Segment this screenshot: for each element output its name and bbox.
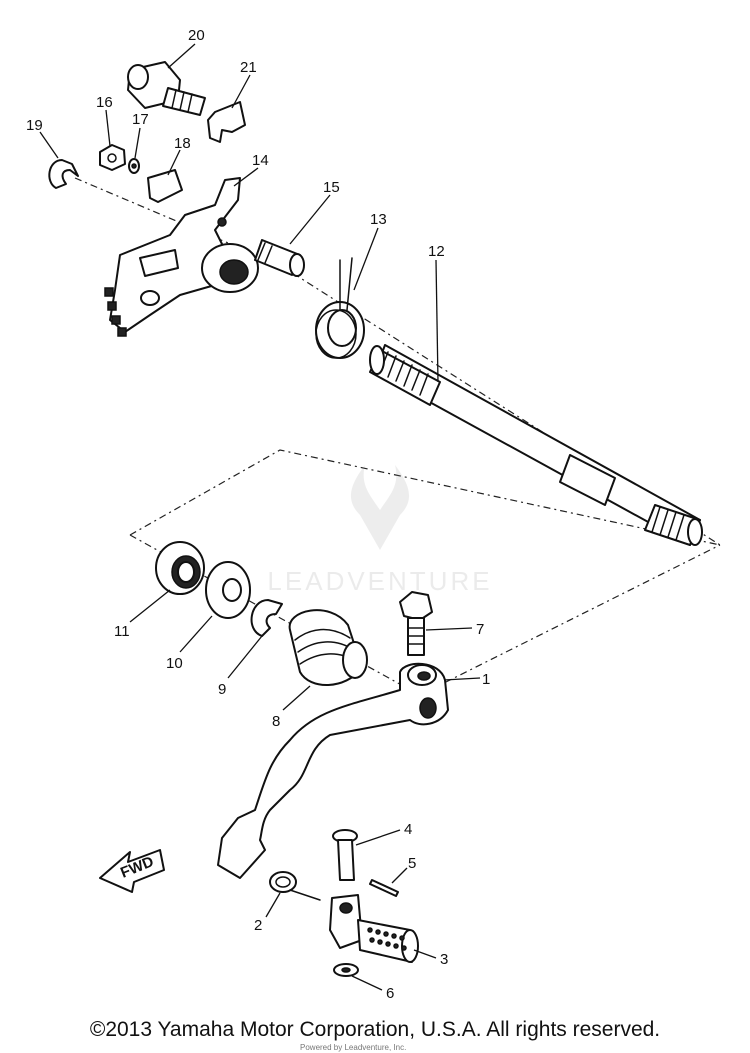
label-5: 5	[408, 855, 416, 872]
label-10: 10	[166, 655, 183, 672]
label-8: 8	[272, 713, 280, 730]
part-6-washer	[333, 963, 359, 977]
part-13-spring	[315, 257, 365, 359]
part-4-pin	[332, 829, 358, 881]
part-9-circlip	[250, 599, 283, 637]
label-1: 1	[482, 671, 490, 688]
part-8-boot	[288, 609, 368, 686]
part-17-washer	[128, 158, 140, 174]
part-19-circlip	[48, 159, 79, 189]
label-16: 16	[96, 94, 113, 111]
label-9: 9	[218, 681, 226, 698]
part-21-clip	[207, 101, 246, 143]
part-16-nut	[99, 144, 126, 171]
label-2: 2	[254, 917, 262, 934]
label-21: 21	[240, 59, 257, 76]
part-20-bolt	[127, 61, 206, 116]
part-7-bolt	[399, 591, 433, 656]
watermark-text: LEADVENTURE	[267, 566, 492, 596]
part-15-pin	[254, 239, 305, 277]
leader-lines	[39, 43, 481, 991]
label-11: 11	[114, 623, 130, 640]
label-14: 14	[252, 152, 269, 169]
label-13: 13	[370, 211, 387, 228]
label-15: 15	[323, 179, 340, 196]
label-6: 6	[386, 985, 394, 1002]
label-7: 7	[476, 621, 484, 638]
leadventure-logo-icon	[350, 465, 410, 550]
part-14-shift-arm	[104, 177, 259, 337]
label-20: 20	[188, 27, 205, 44]
powered-by-credit: Powered by Leadventure, Inc.	[300, 1043, 407, 1052]
label-18: 18	[174, 135, 191, 152]
label-17: 17	[132, 111, 149, 128]
label-12: 12	[428, 243, 445, 260]
label-4: 4	[404, 821, 412, 838]
part-5-cotter-pin	[369, 879, 399, 897]
leadventure-watermark: LEADVENTURE	[267, 465, 492, 596]
part-1-shift-pedal	[217, 662, 449, 879]
part-3-pedal-tip	[329, 894, 419, 963]
label-3: 3	[440, 951, 448, 968]
part-11-oil-seal	[155, 541, 205, 595]
fwd-arrow-icon: FWD	[99, 849, 165, 893]
part-18-plate	[147, 169, 183, 203]
part-10-washer	[205, 561, 251, 619]
part-12-shift-shaft	[369, 344, 703, 546]
copyright-footer: ©2013 Yamaha Motor Corporation, U.S.A. A…	[89, 1018, 661, 1041]
label-19: 19	[26, 117, 43, 134]
callout-labels: 20 21 16 17 18 19 14 15 13 12 11 10 9 8 …	[26, 27, 490, 1002]
part-2-spring	[269, 871, 321, 901]
